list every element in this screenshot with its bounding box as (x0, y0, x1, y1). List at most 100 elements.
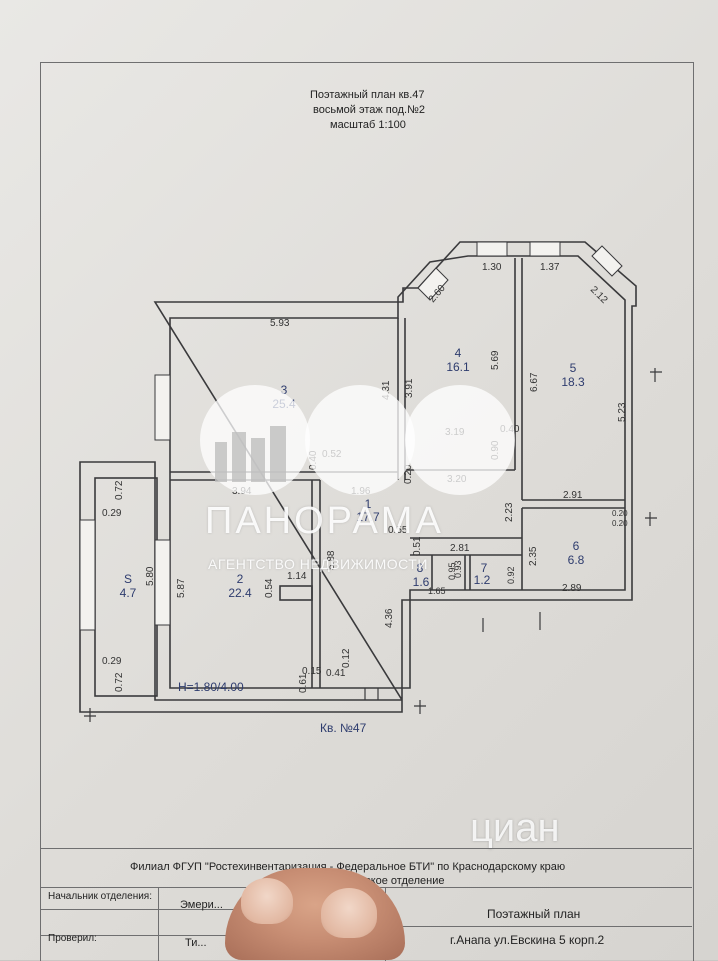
marker-right-mid (645, 512, 657, 526)
room-1-area: 17.7 (356, 510, 380, 524)
dim-041: 0.41 (326, 668, 346, 679)
stamp-hline-2 (40, 909, 385, 910)
stamp-chief-name: Эмери... (180, 899, 223, 911)
window-room4-side (417, 267, 449, 301)
dim-029: 0.29 (102, 508, 122, 519)
window-room4-top (476, 241, 508, 257)
room-8-area: 1.6 (413, 575, 430, 589)
finger-occlusion (225, 868, 405, 960)
dim-667: 6.67 (529, 372, 540, 392)
stamp-hline-4 (40, 935, 385, 936)
room-2-area: 22.4 (228, 586, 252, 600)
window-room5-top (529, 241, 561, 257)
stamp-doc-title: Поэтажный план (487, 907, 581, 921)
dim-289: 2.89 (562, 583, 582, 594)
plan-title: Поэтажный план кв.47 восьмой этаж под.№2… (310, 88, 430, 133)
dim-040: 0.40 (500, 424, 520, 435)
dim-223: 2.23 (504, 502, 515, 522)
dim-580: 5.80 (145, 566, 156, 586)
dim-095: 0.95 (447, 562, 457, 580)
dim-055: 0.55 (388, 525, 408, 536)
dim-015: 0.15 (302, 666, 322, 677)
niche (279, 585, 313, 601)
room-s-area: 4.7 (120, 586, 137, 600)
door-arc (364, 688, 379, 700)
drawing-frame (40, 62, 694, 961)
stamp-checked-label: Проверил: (48, 933, 97, 944)
title-line-2: восьмой этаж под.№2 (313, 104, 425, 116)
room-3-number: 3 (281, 383, 288, 397)
stamp-address: г.Анапа ул.Евскина 5 корп.2 (450, 933, 605, 947)
section-markers (84, 368, 662, 722)
dim-130: 1.30 (482, 262, 502, 273)
window-room5-side (591, 245, 623, 277)
dim-040b: 0.40 (308, 450, 319, 470)
dim-072: 0.72 (114, 480, 125, 500)
dim-061: 0.61 (298, 673, 309, 693)
dim-320: 3.20 (447, 474, 467, 485)
room-3-area: 25.4 (272, 397, 296, 411)
dim-212: 2.12 (588, 284, 610, 306)
marker-bottom-left (84, 708, 96, 722)
dim-020: 0.20 (403, 464, 414, 484)
dim-281: 2.81 (450, 543, 470, 554)
dim-054: 0.54 (264, 578, 275, 598)
dim-165: 1.65 (428, 586, 446, 596)
stamp-chief-label: Начальник отделения: (48, 891, 152, 902)
room-7-area: 1.2 (474, 573, 491, 587)
dim-072b: 0.72 (114, 672, 125, 692)
window-balcony (79, 519, 96, 631)
fingernail-2 (321, 888, 377, 938)
height-label: H=1.80/4.00 (178, 680, 244, 694)
dim-012: 0.12 (341, 648, 352, 668)
dim-137: 1.37 (540, 262, 560, 273)
stamp-vline-1 (158, 887, 159, 961)
room-1-number: 1 (365, 497, 372, 511)
dim-391: 3.91 (404, 378, 415, 398)
dim-593: 5.93 (270, 318, 290, 329)
stamp-hline-3 (385, 926, 692, 927)
dim-587: 5.87 (176, 578, 187, 598)
stamp-checked-name: Ти... (185, 937, 207, 949)
room-7-number: 7 (481, 561, 488, 575)
room-5-area: 18.3 (561, 375, 585, 389)
dim-569: 5.69 (490, 350, 501, 370)
dim-196: 1.96 (351, 486, 371, 497)
room-s-number: S (124, 572, 132, 586)
fingernail-1 (241, 878, 293, 924)
marker-bottom-mid (414, 700, 426, 714)
dim-020r2: 0.20 (612, 519, 628, 528)
dim-114: 1.14 (287, 571, 307, 582)
outer-wall-outline (79, 241, 637, 713)
dim-523: 5.23 (617, 402, 628, 422)
dim-431: 4.31 (381, 380, 392, 400)
window-room3 (154, 374, 171, 441)
dim-090: 0.90 (490, 440, 501, 460)
dim-588: 5.88 (326, 550, 337, 570)
stamp-org: Филиал ФГУП "Ростехинвентаризация - Феде… (130, 861, 566, 873)
dim-020r: 0.20 (612, 509, 628, 518)
windows (79, 241, 623, 631)
room-8-number: 8 (417, 561, 424, 575)
dimension-labels: 5.93 4.31 3.91 2.60 1.30 1.37 2.12 5.69 … (102, 262, 628, 693)
room-6-area: 6.8 (568, 553, 585, 567)
outer-walls (79, 241, 637, 713)
dim-029b: 0.29 (102, 656, 122, 667)
room-2-number: 2 (237, 572, 244, 586)
dim-093: 0.93 (453, 560, 463, 578)
dim-319: 3.19 (445, 427, 465, 438)
dim-092: 0.92 (506, 566, 516, 584)
marker-right-top (650, 368, 662, 382)
dim-436: 4.36 (384, 608, 395, 628)
dim-291: 2.91 (563, 490, 583, 501)
dim-052: 0.52 (322, 449, 342, 460)
dim-051: 0.51 (412, 536, 423, 556)
apartment-label: Кв. №47 (320, 721, 367, 735)
title-line-1: Поэтажный план кв.47 (310, 89, 425, 101)
inner-wall-outline (169, 255, 626, 689)
window-room2 (154, 539, 171, 626)
room-5-number: 5 (570, 361, 577, 375)
room-4-number: 4 (455, 346, 462, 360)
dim-394: 3.94 (232, 486, 252, 497)
